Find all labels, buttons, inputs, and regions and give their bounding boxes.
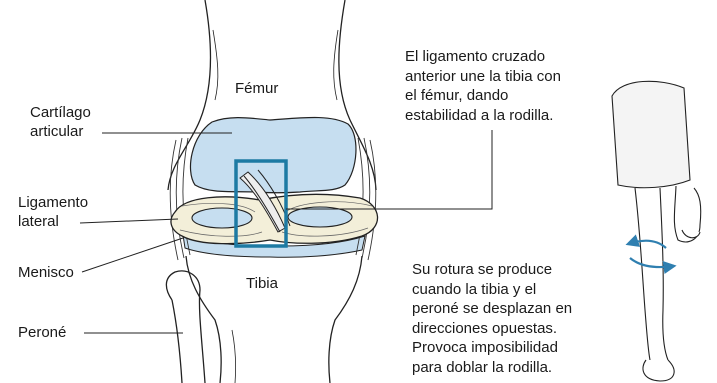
fibula (165, 270, 206, 383)
articular-cartilage (189, 116, 357, 194)
callout-rupture: Su rotura se produce cuando la tibia y e… (412, 261, 573, 376)
label-articular-cartilage: Cartílago articular (30, 104, 91, 140)
motion-arrows-icon (625, 234, 677, 275)
callout-acl: El ligamento cruzado anterior une la tib… (405, 48, 561, 124)
label-lateral-ligament: Ligamento lateral (18, 194, 89, 230)
tibia (185, 255, 363, 383)
leg-figure (611, 80, 702, 382)
lateral-ligament (169, 137, 377, 261)
label-meniscus: Menisco (18, 264, 74, 281)
label-fibula: Peroné (18, 324, 67, 341)
leader-lines (79, 130, 493, 334)
acl-highlight-box (234, 159, 288, 248)
label-femur: Fémur (235, 80, 279, 97)
label-tibia: Tibia (246, 275, 278, 292)
femur (167, 0, 377, 191)
